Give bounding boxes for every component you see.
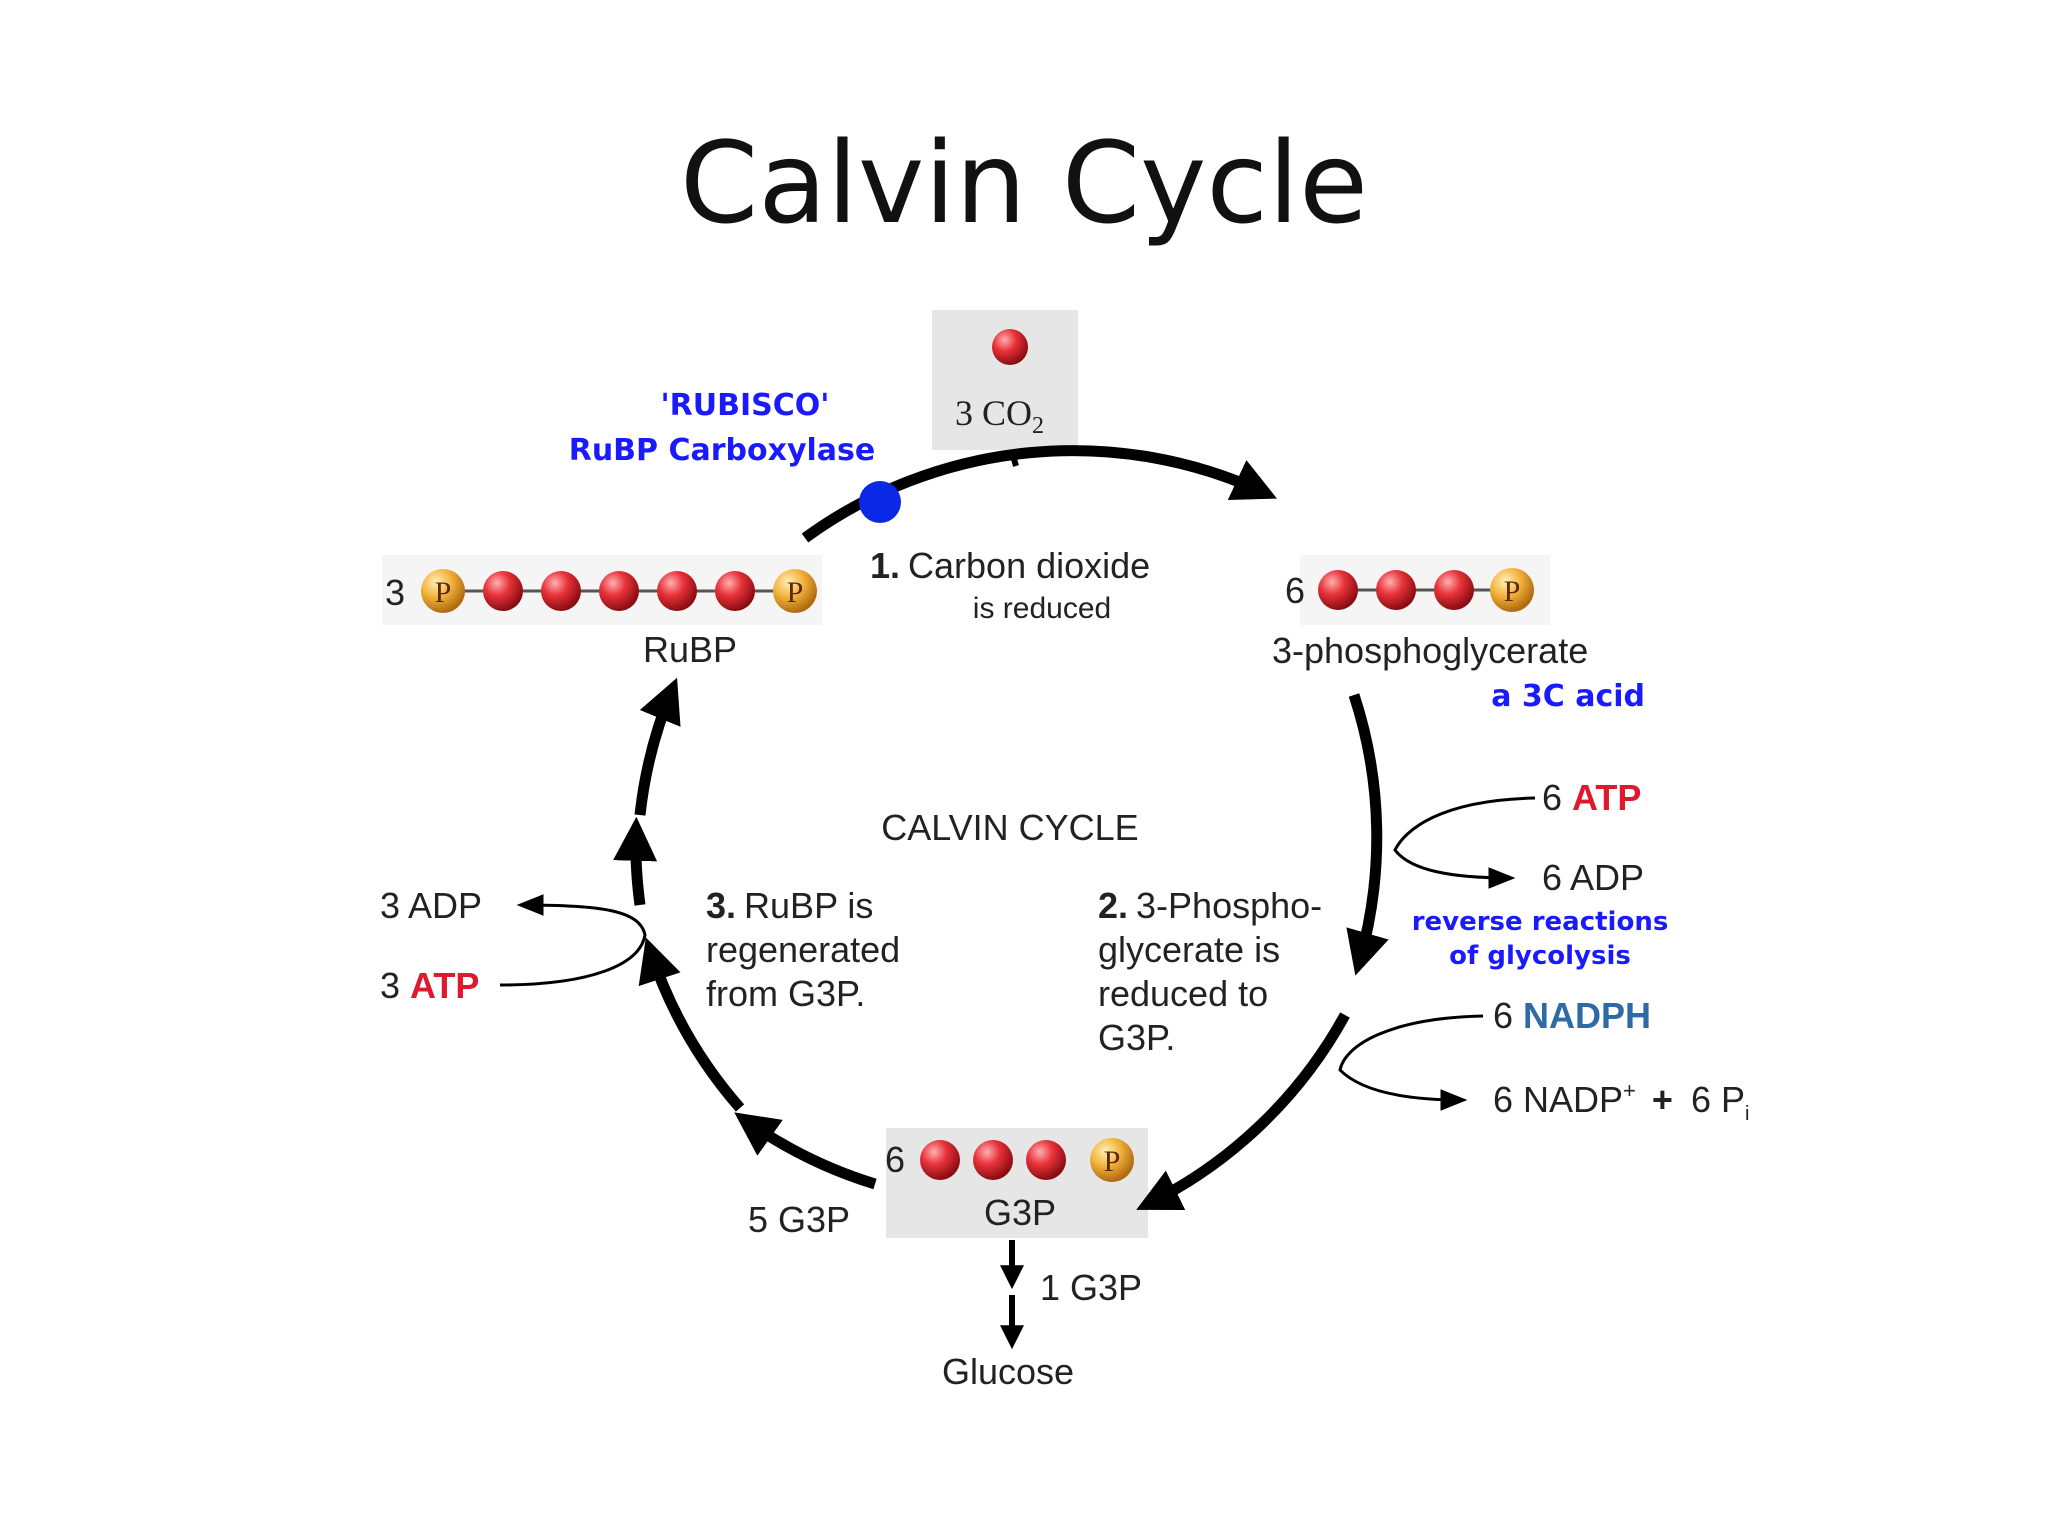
g3p-carbon-3 [1026, 1140, 1066, 1180]
step2-line2: glycerate is [1098, 929, 1280, 970]
rubp-carbon-3 [599, 571, 639, 611]
rubp-phosphate-left [421, 569, 465, 613]
reverse-reactions-note-1: reverse reactions [1412, 907, 1669, 937]
rubp-phosphate-right [773, 569, 817, 613]
rubp-carbon-5 [715, 571, 755, 611]
arc-right-upper-arrow [1346, 693, 1389, 976]
step3-line2: regenerated [706, 929, 900, 970]
pga-phosphate [1490, 568, 1534, 612]
pga-carbon-1 [1318, 570, 1358, 610]
rubp-count: 3 [385, 572, 405, 613]
rubp-phosphate-left-label: P [435, 576, 452, 609]
atp-adp-curve [1393, 796, 1536, 889]
arc-left-lower-arrow [638, 937, 745, 1112]
g3p-count: 6 [885, 1139, 905, 1180]
g3p-recycled-label: 5 G3P [748, 1199, 850, 1240]
pga-carbon-3 [1434, 570, 1474, 610]
slide-title: Calvin Cycle [679, 119, 1369, 249]
g3p-exported-label: 1 G3P [1040, 1267, 1142, 1308]
rubp-carbon-1 [483, 571, 523, 611]
arc-left-mid-arrow [613, 816, 658, 906]
nadph-label: 6 NADPH [1493, 995, 1651, 1036]
adp-right-label: 6 ADP [1542, 857, 1644, 898]
step2-line4: G3P. [1098, 1017, 1175, 1058]
arc-left-upper-arrow [634, 677, 681, 816]
pga-carbon-2 [1376, 570, 1416, 610]
co2-carbon [992, 329, 1028, 365]
g3p-name: G3P [984, 1192, 1056, 1233]
atp-left-label: 3 ATP [380, 965, 479, 1006]
co2-entry-line [1009, 451, 1019, 467]
atp-right-label: 6 ATP [1542, 777, 1641, 818]
rubp-phosphate-right-label: P [787, 576, 804, 609]
nadph-nadp-curve [1338, 1014, 1484, 1111]
g3p-phosphate-label: P [1104, 1145, 1121, 1178]
step2-line1: 2.3-Phospho- [1098, 885, 1322, 926]
pga-name: 3-phosphoglycerate [1272, 630, 1588, 671]
step1-line1: 1.Carbon dioxide [870, 545, 1150, 586]
rubp-name: RuBP [643, 629, 737, 670]
calvin-cycle-center-label: CALVIN CYCLE [881, 807, 1138, 848]
rubp-carbon-2 [541, 571, 581, 611]
step3-line3: from G3P. [706, 973, 865, 1014]
glucose-label: Glucose [942, 1351, 1074, 1392]
atp-adp-left-curve [499, 894, 647, 987]
pga-count: 6 [1285, 570, 1305, 611]
g3p-carbon-1 [920, 1140, 960, 1180]
arc-bottom-left-arrow [734, 1112, 877, 1190]
rubp-carbon-4 [657, 571, 697, 611]
g3p-phosphate [1090, 1138, 1134, 1182]
step2-line3: reduced to [1098, 973, 1268, 1014]
co2-label: 3 CO2 [955, 393, 1044, 439]
nadp-pi-label: 6 NADP++6 Pi [1493, 1078, 1749, 1125]
rubisco-label: 'RUBISCO' [661, 388, 830, 423]
reverse-reactions-note-2: of glycolysis [1449, 941, 1631, 971]
step1-line2: is reduced [973, 592, 1111, 625]
rubisco-dot [859, 481, 901, 523]
arc-right-lower-arrow [1136, 1012, 1350, 1211]
pga-phosphate-label: P [1504, 575, 1521, 608]
step3-line1: 3.RuBP is [706, 885, 873, 926]
g3p-carbon-2 [973, 1140, 1013, 1180]
pga-note: a 3C acid [1491, 679, 1645, 714]
rubisco-enzyme-label: RuBP Carboxylase [569, 433, 876, 468]
adp-left-label: 3 ADP [380, 885, 482, 926]
